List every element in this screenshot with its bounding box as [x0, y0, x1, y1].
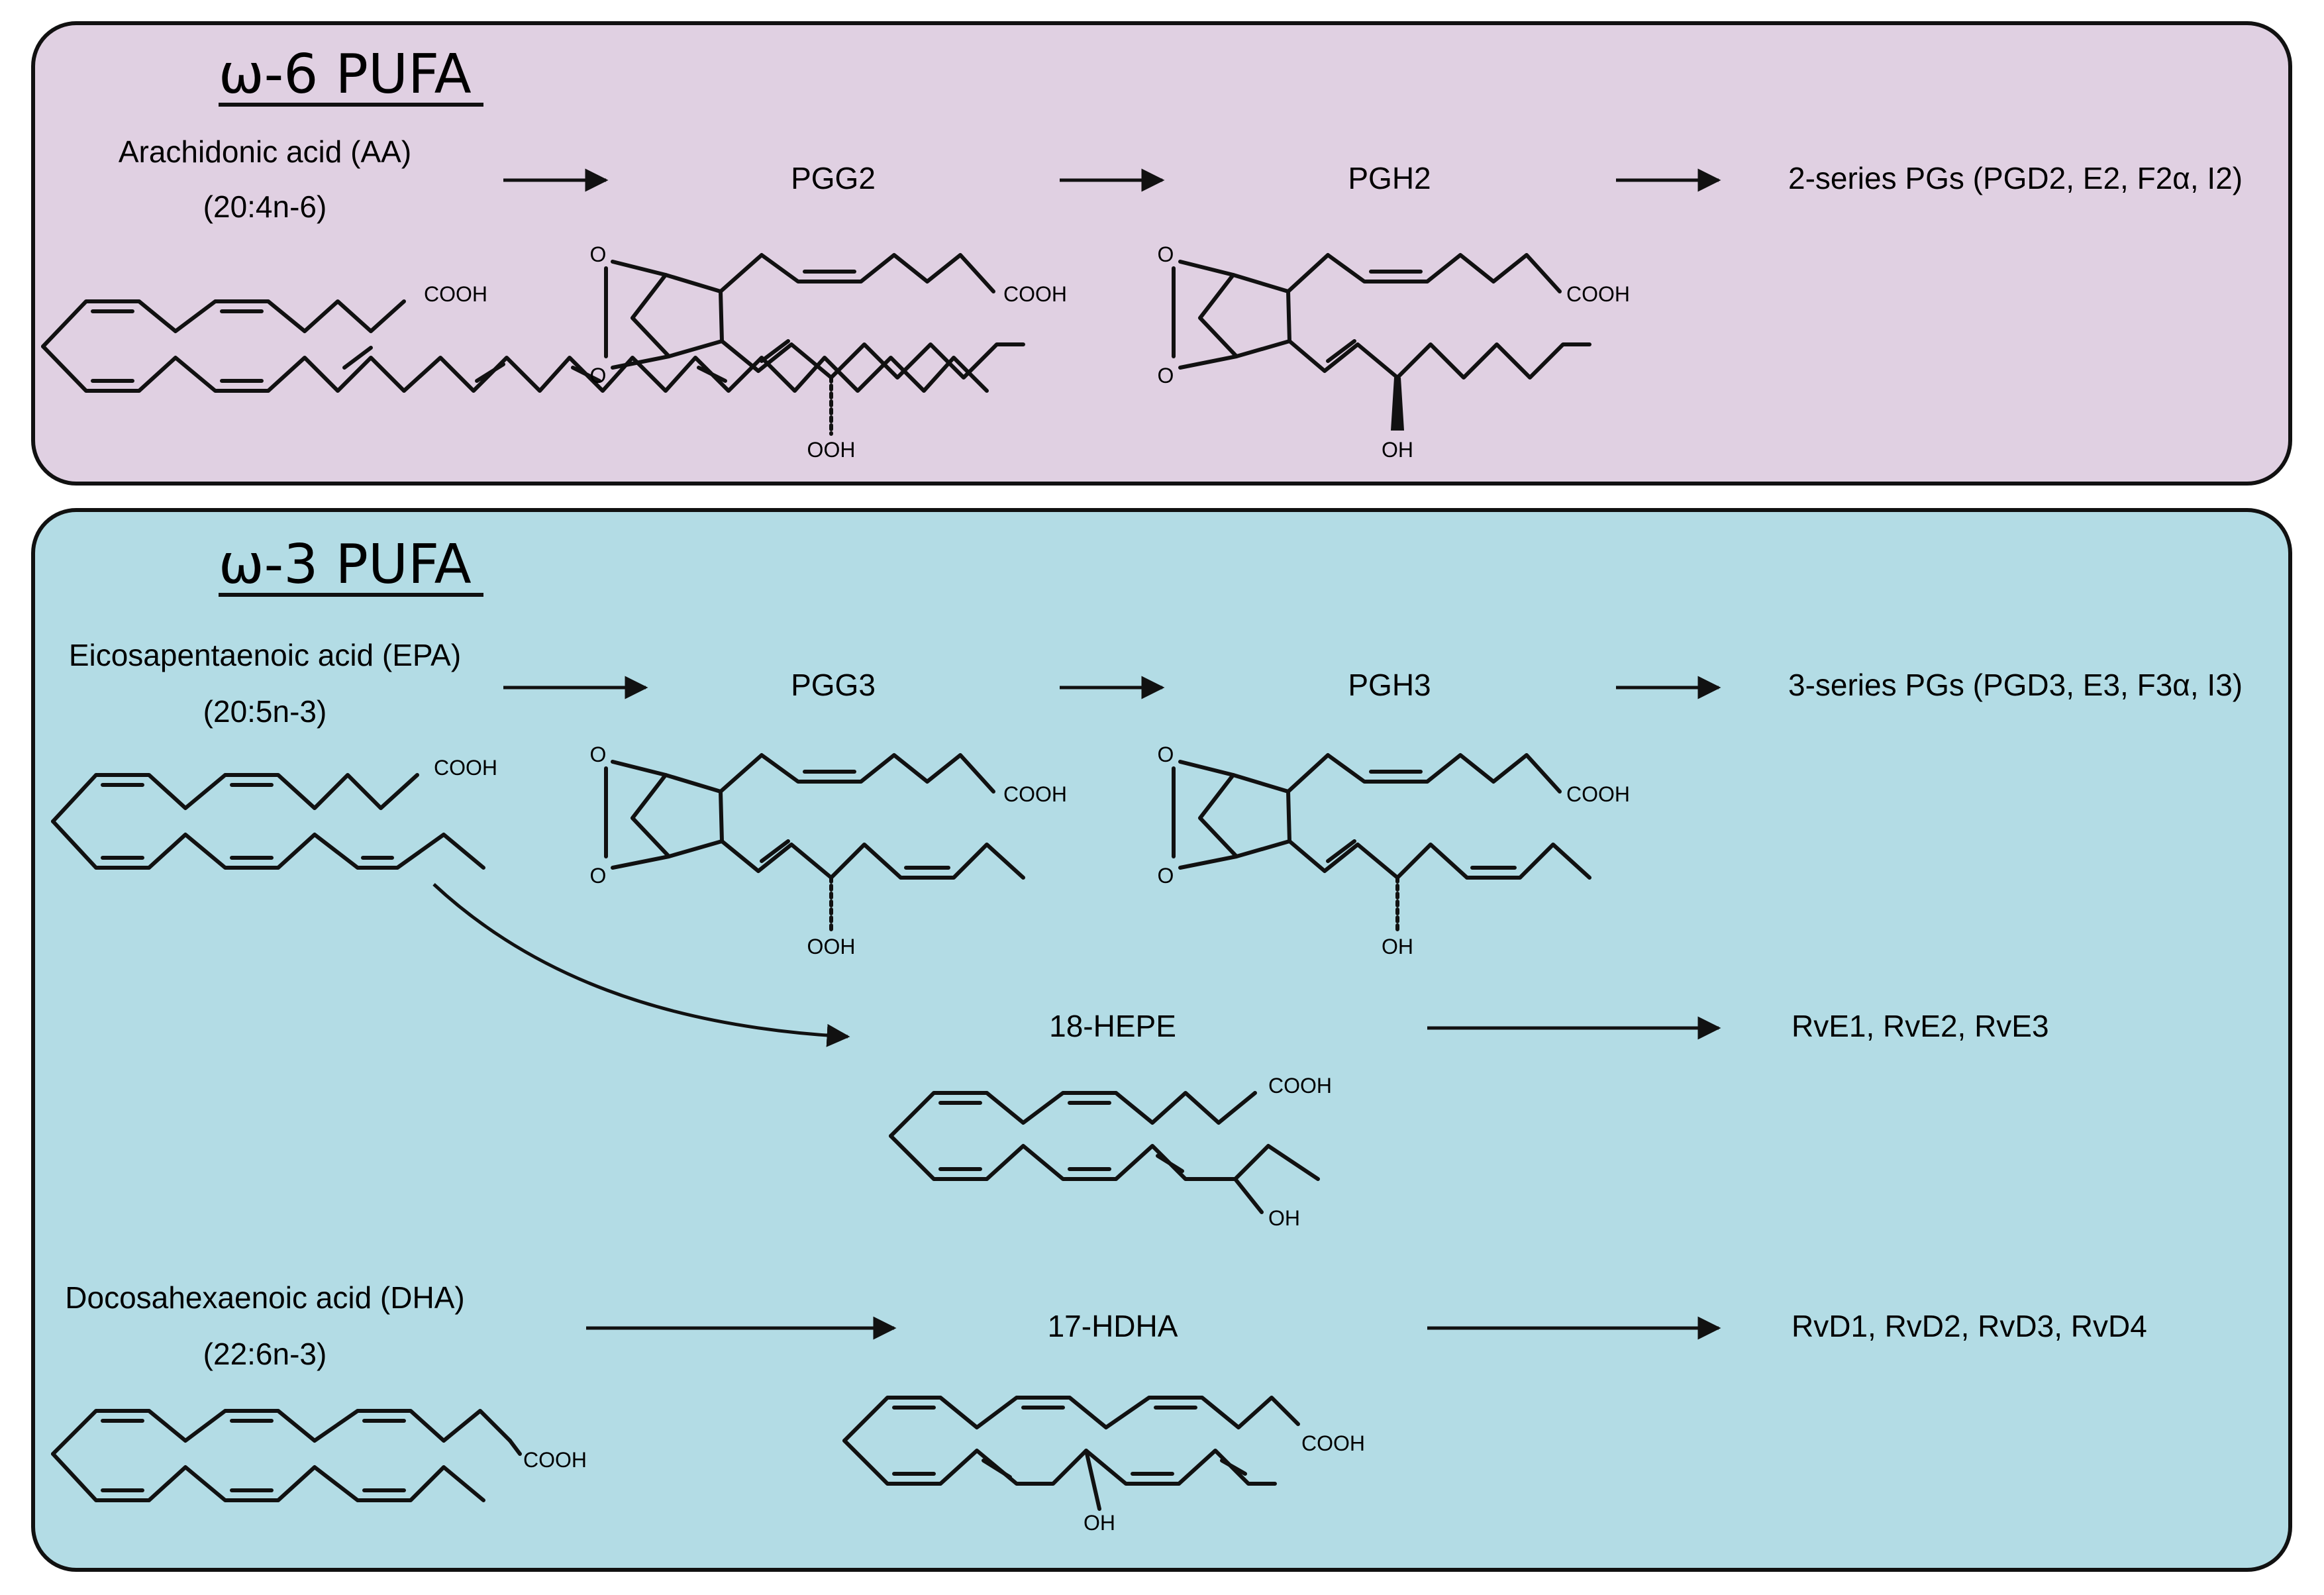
pgg3-label: PGG3 [791, 668, 876, 702]
pgh2-label: PGH2 [1348, 161, 1431, 195]
epa-formula-label: (20:5n-3) [203, 694, 327, 729]
pgh2-cooh-label: COOH [1566, 282, 1630, 306]
pgh3-label: PGH3 [1348, 668, 1431, 702]
pgg2-o-top: O [590, 242, 607, 266]
17-hdha-oh-label: OH [1084, 1511, 1115, 1535]
rve-label: RvE1, RvE2, RvE3 [1792, 1009, 2049, 1043]
pgh3-o-bottom: O [1158, 864, 1174, 888]
epa-name-label: Eicosapentaenoic acid (EPA) [69, 638, 461, 672]
dha-structure: COOH [51, 1409, 587, 1502]
aa-cooh-label: COOH [424, 282, 487, 306]
18-hepe-label: 18-HEPE [1049, 1009, 1176, 1043]
rvd-label: RvD1, RvD2, RvD3, RvD4 [1792, 1309, 2147, 1343]
pgh3-structure: O O COOH OH [1158, 743, 1630, 958]
omega6-panel-background [31, 21, 2292, 486]
aa-structure: COOH [41, 282, 989, 393]
omega6-product-label: 2-series PGs (PGD2, E2, F2α, I2) [1788, 161, 2243, 195]
pgg3-ooh-label: OOH [807, 935, 856, 958]
dha-name-label: Docosahexaenoic acid (DHA) [65, 1280, 464, 1315]
epa-structure: COOH [51, 756, 497, 870]
omega6-title: ω-6 PUFA [219, 43, 472, 106]
17-hdha-label: 17-HDHA [1048, 1309, 1178, 1343]
omega3-product-label: 3-series PGs (PGD3, E3, F3α, I3) [1788, 668, 2243, 702]
18-hepe-oh-label: OH [1268, 1206, 1300, 1230]
arrow-epa-to-18-hepe [432, 883, 850, 1047]
aa-name-label: Arachidonic acid (AA) [119, 134, 411, 169]
pgg2-o-bottom: O [590, 364, 607, 387]
pgh3-oh-label: OH [1382, 935, 1413, 958]
pgg3-cooh-label: COOH [1003, 782, 1067, 806]
pgh2-structure: O O COOH OH [1158, 242, 1630, 462]
omega6-panel: ω-6 PUFA Arachidonic acid (AA) (20:4n-6)… [31, 21, 2292, 486]
dha-formula-label: (22:6n-3) [203, 1337, 327, 1371]
pgh2-o-top: O [1158, 242, 1174, 266]
pgh3-cooh-label: COOH [1566, 782, 1630, 806]
aa-formula-label: (20:4n-6) [203, 189, 327, 224]
18-hepe-structure: COOH OH [889, 1074, 1332, 1230]
omega3-panel: ω-3 PUFA Eicosapentaenoic acid (EPA) (20… [31, 508, 2292, 1572]
pgg3-o-bottom: O [590, 864, 607, 888]
18-hepe-cooh-label: COOH [1268, 1074, 1332, 1098]
pgh2-oh-label: OH [1382, 438, 1413, 462]
omega3-title: ω-3 PUFA [219, 533, 472, 596]
17-hdha-structure: COOH OH [842, 1396, 1365, 1535]
epa-cooh-label: COOH [434, 756, 497, 780]
dha-cooh-label: COOH [523, 1448, 587, 1472]
pgh2-o-bottom: O [1158, 364, 1174, 387]
pgg2-ooh-label: OOH [807, 438, 856, 462]
pgg2-structure: O O COOH OOH [590, 242, 1067, 462]
17-hdha-cooh-label: COOH [1301, 1431, 1365, 1455]
pgh3-o-top: O [1158, 743, 1174, 766]
pgg2-cooh-label: COOH [1003, 282, 1067, 306]
pgg3-o-top: O [590, 743, 607, 766]
pgg2-label: PGG2 [791, 161, 876, 195]
pgg3-structure: O O COOH OOH [590, 743, 1067, 958]
omega3-panel-background [31, 508, 2292, 1572]
